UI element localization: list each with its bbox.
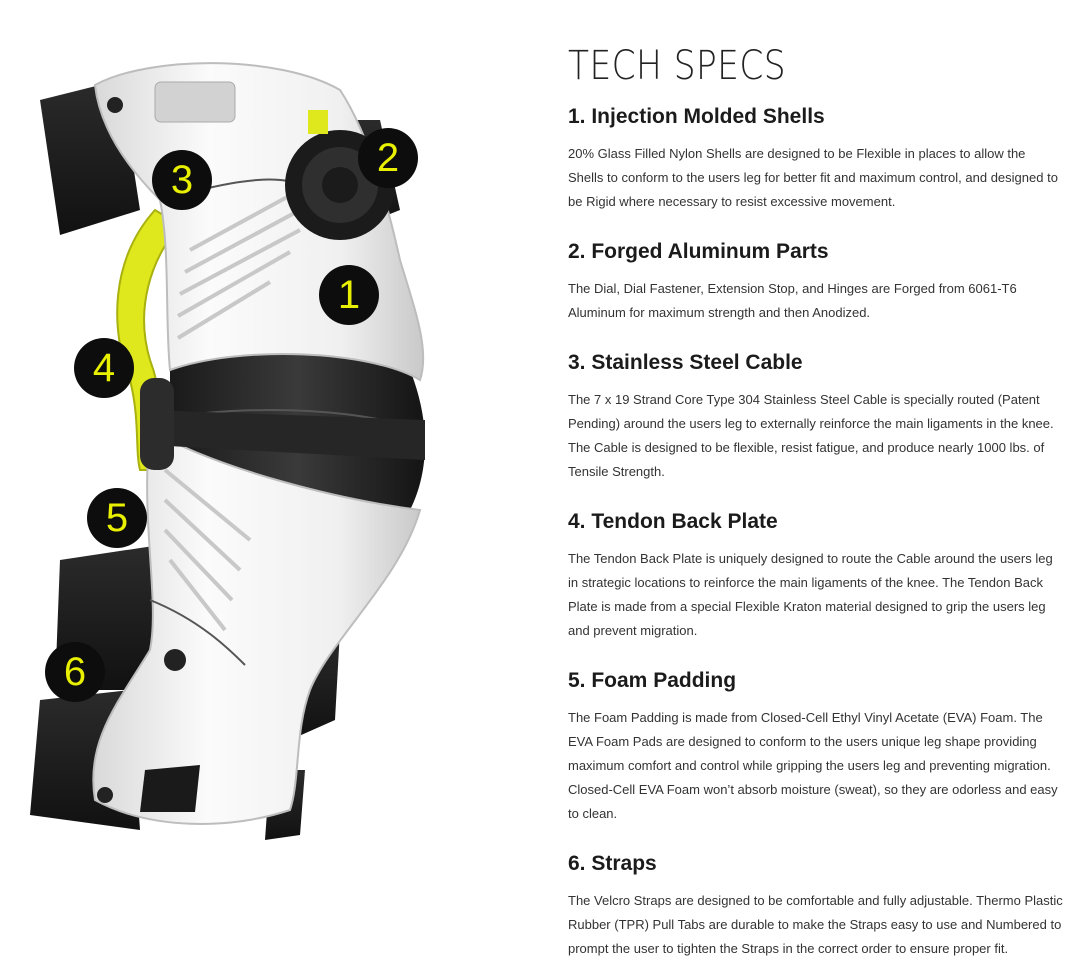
- rivet: [97, 787, 113, 803]
- spec-tendon-back-plate: 4. Tendon Back Plate The Tendon Back Pla…: [568, 508, 1063, 643]
- callout-5: 5: [87, 488, 147, 548]
- spec-forged-aluminum-parts: 2. Forged Aluminum Parts The Dial, Dial …: [568, 238, 1063, 325]
- spec-foam-padding: 5. Foam Padding The Foam Padding is made…: [568, 667, 1063, 826]
- callout-6: 6: [45, 642, 105, 702]
- spec-heading: 5. Foam Padding: [568, 669, 737, 692]
- spec-description: The 7 x 19 Strand Core Type 304 Stainles…: [568, 392, 1054, 479]
- shell-window-bottom: [140, 765, 200, 812]
- callout-4: 4: [74, 338, 134, 398]
- callout-1: 1: [319, 265, 379, 325]
- upper-shell-ribs: [176, 188, 301, 340]
- cable-band: [150, 410, 425, 460]
- rivet: [107, 97, 123, 113]
- lower-shell: [92, 428, 422, 825]
- spec-description: The Dial, Dial Fastener, Extension Stop,…: [568, 281, 1017, 320]
- spec-heading: 3. Stainless Steel Cable: [568, 351, 803, 374]
- knee-brace-illustration: [30, 62, 425, 840]
- spec-heading: 6. Straps: [568, 852, 657, 875]
- spec-description: The Tendon Back Plate is uniquely design…: [568, 551, 1053, 638]
- page-title: TECH SPECS: [568, 43, 787, 89]
- spec-heading: 4. Tendon Back Plate: [568, 510, 778, 533]
- spec-description: 20% Glass Filled Nylon Shells are design…: [568, 146, 1058, 209]
- spec-description: The Velcro Straps are designed to be com…: [568, 893, 1063, 956]
- spec-straps: 6. Straps The Velcro Straps are designed…: [568, 850, 1063, 961]
- tech-specs-panel: TECH SPECS 1. Injection Molded Shells 20…: [568, 40, 1063, 961]
- spec-injection-molded-shells: 1. Injection Molded Shells 20% Glass Fil…: [568, 103, 1063, 214]
- dial-yellow-tab: [308, 110, 328, 134]
- shell-window-top: [154, 81, 236, 123]
- spec-heading: 1. Injection Molded Shells: [568, 105, 825, 128]
- knee-brace-image: 1 2 3 4 5 6: [30, 62, 425, 840]
- spec-stainless-steel-cable: 3. Stainless Steel Cable The 7 x 19 Stra…: [568, 349, 1063, 484]
- callout-2: 2: [358, 128, 418, 188]
- spec-description: The Foam Padding is made from Closed-Cel…: [568, 710, 1058, 821]
- lower-shell-ribs: [163, 468, 252, 632]
- spec-heading: 2. Forged Aluminum Parts: [568, 240, 829, 263]
- callout-3: 3: [152, 150, 212, 210]
- rivet: [164, 649, 186, 671]
- hinge-plate: [140, 378, 174, 470]
